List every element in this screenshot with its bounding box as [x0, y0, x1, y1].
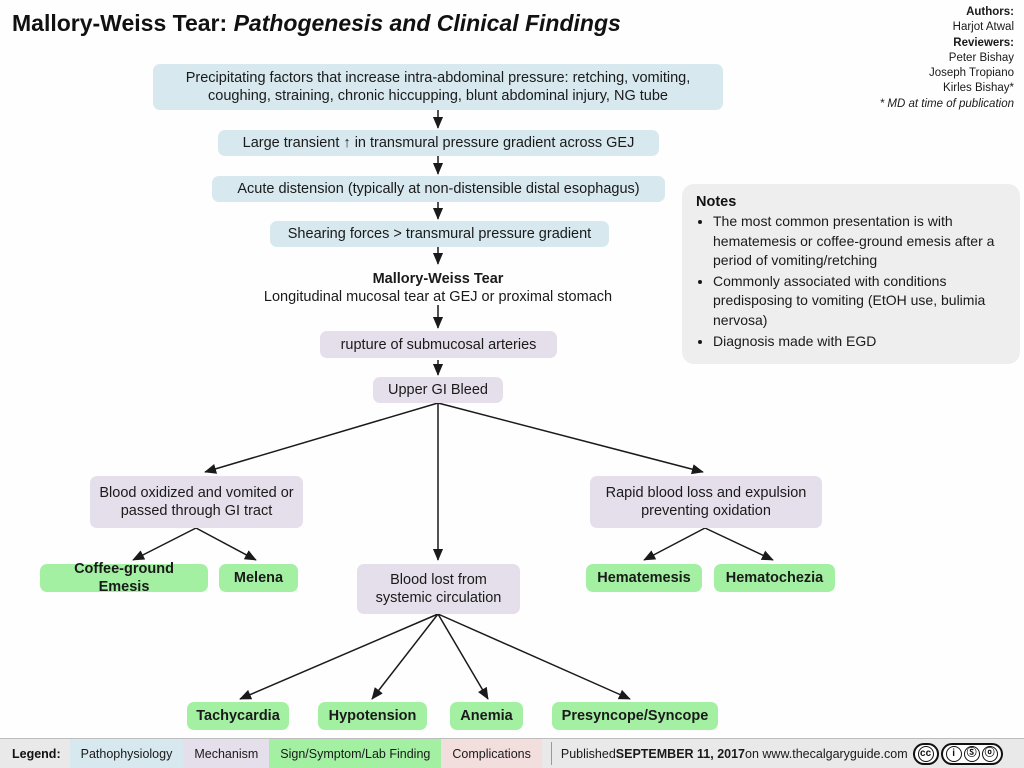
legend-chip-complications[interactable]: Complications: [441, 739, 542, 768]
published-date: SEPTEMBER 11, 2017: [615, 746, 746, 761]
cc-by-icon: i: [945, 745, 962, 762]
node-rupture-submucosal-arteries: rupture of submucosal arteries: [320, 331, 557, 358]
node-acute-distension: Acute distension (typically at non-diste…: [212, 176, 665, 202]
node-title: Mallory-Weiss Tear: [372, 271, 504, 287]
node-mallory-weiss-tear: Mallory-Weiss Tear Longitudinal mucosal …: [238, 267, 638, 307]
node-tachycardia: Tachycardia: [187, 702, 289, 730]
node-hematemesis: Hematemesis: [586, 564, 702, 592]
node-label: Hematemesis: [597, 570, 691, 586]
title-subtitle: Pathogenesis and Clinical Findings: [233, 10, 621, 36]
legend-chip-mechanism[interactable]: Mechanism: [183, 739, 270, 768]
node-hypotension: Hypotension: [318, 702, 427, 730]
node-label: Melena: [233, 570, 284, 586]
legend-chip-label: Complications: [452, 746, 531, 761]
node-coffee-ground-emesis: Coffee-ground Emesis: [40, 561, 208, 595]
node-label: Tachycardia: [196, 708, 280, 724]
notes-list: The most common presentation is with hem…: [696, 212, 1006, 351]
cc-nc-icon: Ⓢ: [963, 745, 980, 762]
published-info: Published SEPTEMBER 11, 2017 on www.thec…: [561, 739, 908, 768]
title-main: Mallory-Weiss Tear:: [12, 10, 228, 36]
node-label: Hematochezia: [725, 570, 824, 586]
node-hematochezia: Hematochezia: [714, 564, 835, 592]
published-prefix: Published: [560, 746, 616, 761]
notes-panel: Notes The most common presentation is wi…: [682, 184, 1020, 364]
node-upper-gi-bleed: Upper GI Bleed: [373, 377, 503, 403]
legend-chip-label: Pathophysiology: [80, 746, 173, 761]
reviewers-label: Reviewers:: [953, 36, 1014, 49]
cc-terms-group: i Ⓢ ⓞ: [940, 742, 1003, 765]
node-systemic-circulation: Blood lost from systemic circulation: [357, 564, 520, 614]
node-precipitating-factors: Precipitating factors that increase intr…: [153, 64, 723, 110]
node-label: Upper GI Bleed: [388, 382, 488, 398]
node-melena: Melena: [219, 564, 298, 592]
note-item: The most common presentation is with hem…: [713, 212, 1006, 271]
node-shearing-forces: Shearing forces > transmural pressure gr…: [270, 221, 609, 247]
node-label: Blood oxidized and vomited or passed thr…: [99, 485, 294, 519]
note-item: Diagnosis made with EGD: [713, 332, 1006, 352]
published-website: on www.thecalgaryguide.com: [745, 746, 908, 761]
node-label: Shearing forces > transmural pressure gr…: [287, 226, 592, 242]
node-label: Anemia: [460, 708, 513, 724]
node-label: Large transient ↑ in transmural pressure…: [242, 135, 635, 151]
reviewer-1: Peter Bishay: [948, 51, 1014, 64]
node-anemia: Anemia: [450, 702, 523, 730]
node-blood-oxidized: Blood oxidized and vomited or passed thr…: [90, 476, 303, 528]
page-title: Mallory-Weiss Tear: Pathogenesis and Cli…: [12, 10, 621, 37]
legend-chip-label: Sign/Symptom/Lab Finding: [280, 746, 431, 761]
legend-chip-sign-symptom-lab-finding[interactable]: Sign/Symptom/Lab Finding: [269, 739, 442, 768]
authors-label: Authors:: [966, 6, 1014, 18]
reviewer-3: Kirles Bishay*: [943, 82, 1014, 95]
node-presyncope-syncope: Presyncope/Syncope: [552, 702, 718, 730]
legend-chip-label: Mechanism: [194, 746, 259, 761]
cc-icon: cc: [917, 745, 934, 762]
node-label: rupture of submucosal arteries: [340, 336, 537, 353]
cc-icon-group: cc: [912, 742, 939, 765]
legend-label: Legend:: [12, 746, 61, 761]
node-label: Precipitating factors that increase intr…: [185, 70, 691, 104]
node-label: Hypotension: [328, 708, 417, 724]
node-label: Acute distension (typically at non-diste…: [237, 181, 640, 197]
credits-footnote: * MD at time of publication: [879, 97, 1014, 110]
creative-commons-license-badge[interactable]: cc i Ⓢ ⓞ: [912, 739, 1003, 768]
legend-chip-pathophysiology[interactable]: Pathophysiology: [69, 739, 184, 768]
reviewer-2: Joseph Tropiano: [928, 67, 1014, 80]
cc-sa-icon: ⓞ: [981, 745, 998, 762]
node-pressure-gradient: Large transient ↑ in transmural pressure…: [218, 130, 659, 156]
node-label: Coffee-ground Emesis: [74, 561, 174, 595]
node-label: Presyncope/Syncope: [561, 708, 709, 724]
note-item: Commonly associated with conditions pred…: [713, 272, 1006, 331]
node-label: Blood lost from systemic circulation: [375, 572, 502, 606]
notes-title: Notes: [696, 194, 737, 210]
credits-block: Authors: Harjot Atwal Reviewers: Peter B…: [880, 5, 1014, 112]
node-description: Longitudinal mucosal tear at GEJ or prox…: [263, 289, 613, 305]
legend-divider: [550, 742, 552, 765]
legend-bar: Legend: Pathophysiology Mechanism Sign/S…: [0, 738, 1024, 768]
node-label: Rapid blood loss and expulsion preventin…: [605, 485, 807, 519]
authors-value: Harjot Atwal: [952, 21, 1014, 34]
node-rapid-blood-loss: Rapid blood loss and expulsion preventin…: [590, 476, 822, 528]
